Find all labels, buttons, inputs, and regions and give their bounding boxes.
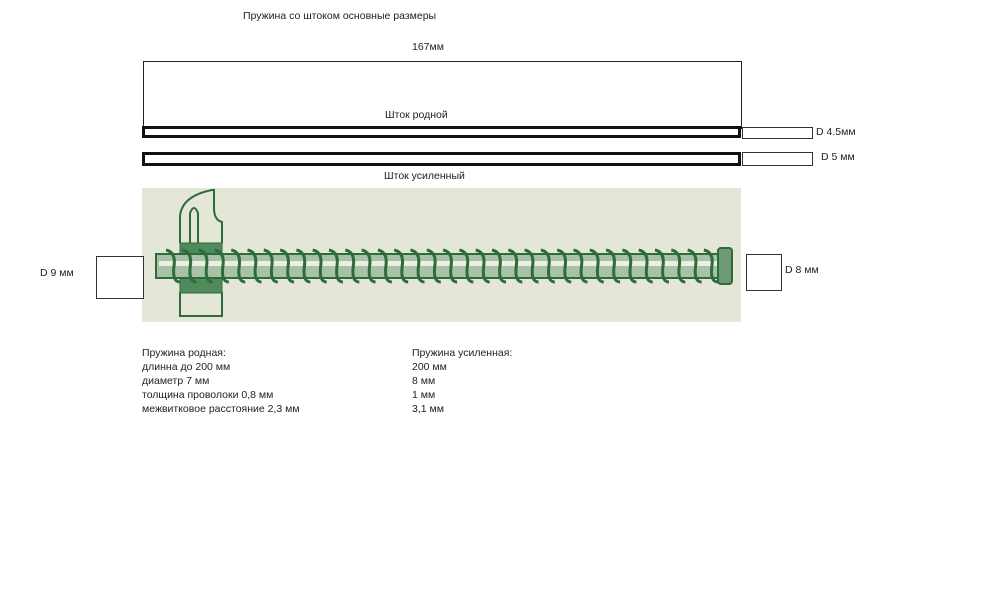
spring-coil (198, 248, 213, 284)
cup-insert-bottom (179, 277, 223, 294)
native-spec-line: толщина проволоки 0,8 мм (142, 389, 274, 401)
rod-reinforced-diameter: D 5 мм (821, 151, 855, 163)
spring-with-rod-drawing (142, 188, 741, 322)
spring-coil (507, 248, 523, 284)
spring-coil (344, 248, 360, 284)
rod-native-label: Шток родной (385, 109, 448, 121)
spring-coil (165, 248, 181, 284)
spring-coil (703, 248, 719, 284)
rod-reinforced-diameter-box (742, 152, 813, 166)
length-label: 167мм (412, 41, 444, 53)
spring-coil (295, 248, 311, 284)
spring-coil (589, 248, 604, 284)
spring-left-diameter-box (96, 256, 144, 299)
spring-coil (638, 248, 653, 284)
spring-coil (393, 248, 409, 284)
spring-coil (410, 248, 425, 284)
rod-reinforced-label: Шток усиленный (384, 170, 465, 182)
spring-coil (573, 248, 588, 284)
spring-coil (475, 248, 490, 284)
spring-coil (328, 248, 344, 284)
rod-native-diameter: D 4.5мм (816, 126, 856, 138)
spring-coil (654, 248, 670, 284)
spring-coil (263, 248, 278, 284)
spring-left-diameter: D 9 мм (40, 267, 74, 279)
spring-coil (230, 248, 246, 284)
spring-coil (524, 248, 539, 284)
spring-coil (491, 248, 507, 284)
reinforced-spring-specs: Пружина усиленная: 200 мм 8 мм 1 мм 3,1 … (412, 346, 512, 416)
spring-coil (214, 248, 230, 284)
spring-coil (181, 248, 197, 284)
reinforced-spec-line: 1 мм (412, 389, 436, 401)
rod-end-nut (717, 247, 733, 285)
cup-upper (179, 189, 223, 243)
rod-native-diameter-box (742, 127, 813, 139)
rod-native (142, 126, 741, 138)
native-spec-heading: Пружина родная: (142, 347, 226, 359)
reinforced-spec-line: 3,1 мм (412, 403, 444, 415)
spring-right-diameter-box (746, 254, 782, 291)
rod-reinforced (142, 152, 741, 166)
spring-illustration (155, 189, 733, 317)
spring-coil (540, 248, 556, 284)
spring-coil (605, 248, 621, 284)
spring-coil (361, 248, 376, 284)
spring-coil (247, 248, 262, 284)
spring-coil (621, 248, 637, 284)
rod-highlight (159, 261, 725, 266)
native-spring-specs: Пружина родная: длинна до 200 мм диаметр… (142, 346, 300, 416)
spring-coil (279, 248, 295, 284)
spring-coil (687, 248, 702, 284)
spring-coil (442, 248, 458, 284)
reinforced-spec-heading: Пружина усиленная: (412, 347, 513, 359)
cup-lower (179, 292, 223, 317)
cup-slot (189, 207, 199, 243)
spring-coil (458, 248, 474, 284)
reinforced-spec-line: 8 мм (412, 375, 436, 387)
spring-coil (670, 248, 686, 284)
spring-coil (556, 248, 572, 284)
page-title: Пружина со штоком основные размеры (243, 10, 437, 22)
spring-coil (377, 248, 393, 284)
spring-right-diameter: D 8 мм (785, 264, 819, 276)
spring-coil (312, 248, 327, 284)
length-dimension-frame (143, 61, 742, 129)
native-spec-line: межвитковое расстояние 2,3 мм (142, 403, 300, 415)
reinforced-spec-line: 200 мм (412, 361, 447, 373)
native-spec-line: длинна до 200 мм (142, 361, 231, 373)
native-spec-line: диаметр 7 мм (142, 375, 210, 387)
spring-coil (426, 248, 441, 284)
